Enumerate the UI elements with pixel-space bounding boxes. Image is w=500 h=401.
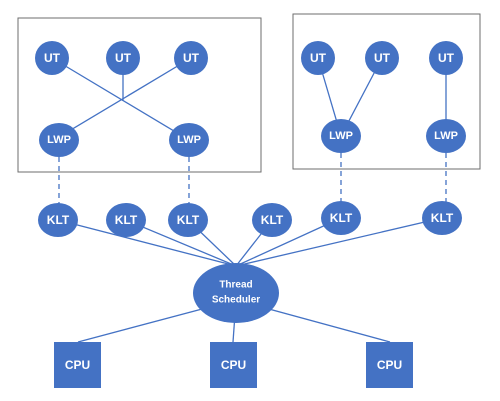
connector-klt1-scheduler [57,219,237,267]
lwp-node: LWP [321,119,361,153]
ut-node: UT [429,41,463,75]
klt-node: KLT [252,203,292,237]
klt-node: KLT [168,203,208,237]
klt-label: KLT [177,213,200,227]
scheduler-label-line1: Thread [219,280,252,291]
cpu-node: CPU [54,342,101,388]
ut-node: UT [365,41,399,75]
ut-node: UT [106,41,140,75]
connector-klt2-scheduler [125,219,237,267]
cpu-label: CPU [221,358,246,372]
klt-label: KLT [261,213,284,227]
klt-label: KLT [115,213,138,227]
ut-label: UT [374,51,391,65]
lwp-label: LWP [177,134,201,146]
ut-node: UT [301,41,335,75]
process-box-left [17,17,262,173]
klt-node: KLT [106,203,146,237]
ut-label: UT [310,51,327,65]
cpu-node: CPU [210,342,257,388]
lwp-node: LWP [426,119,466,153]
klt-label: KLT [330,211,353,225]
thread-scheduler-node: Thread Scheduler [193,263,279,323]
ut-label: UT [183,51,200,65]
lwp-label: LWP [47,134,71,146]
klt-node: KLT [38,203,78,237]
cpu-label: CPU [377,358,402,372]
klt-label: KLT [431,211,454,225]
lwp-node: LWP [39,123,79,157]
ut-label: UT [115,51,132,65]
cpu-label: CPU [65,358,90,372]
ut-label: UT [438,51,455,65]
ut-node: UT [35,41,69,75]
lwp-node: LWP [169,123,209,157]
ut-node: UT [174,41,208,75]
process-box-right [292,13,481,170]
klt-node: KLT [321,201,361,235]
cpu-node: CPU [366,342,413,388]
klt-node: KLT [422,201,462,235]
scheduler-label-line2: Scheduler [212,295,260,306]
lwp-label: LWP [329,130,353,142]
ut-label: UT [44,51,61,65]
klt-label: KLT [47,213,70,227]
dashed-links [58,153,447,206]
lwp-label: LWP [434,130,458,142]
connector-ut1-lwp2 [51,57,190,141]
connector-klt6-scheduler [235,217,443,267]
